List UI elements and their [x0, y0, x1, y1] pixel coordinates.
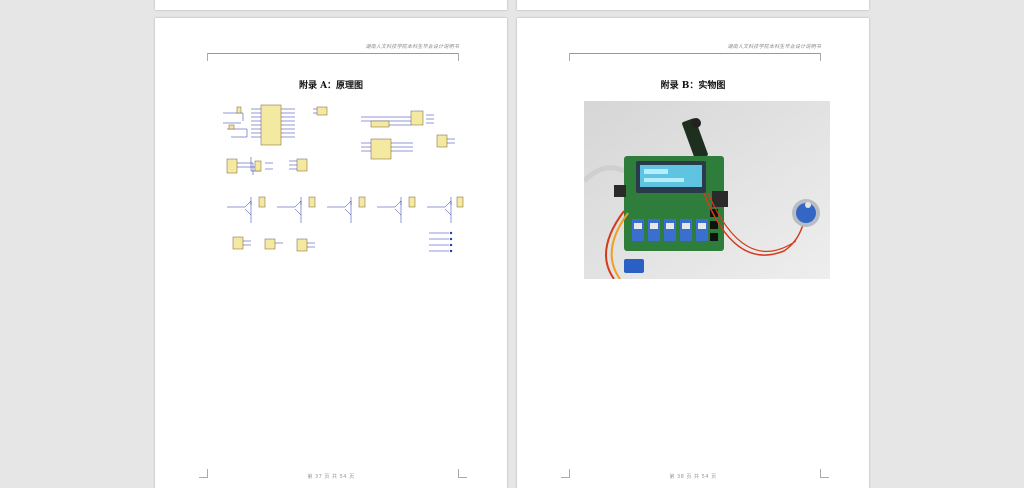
- servo-motor: [624, 259, 644, 273]
- crop-mark: [561, 469, 570, 478]
- crop-mark: [820, 53, 829, 61]
- crop-mark: [458, 469, 467, 478]
- page-footer-text: 第 37 页 共 54 页: [307, 474, 355, 480]
- lcd-connector: [361, 110, 434, 128]
- sound-sensor-module: [682, 118, 708, 160]
- stepper-motor: [792, 199, 820, 227]
- mcu-chip: [223, 104, 295, 146]
- sensor-module: [289, 158, 308, 172]
- schematic-figure: [221, 101, 469, 261]
- header-rule: [569, 53, 821, 54]
- appendix-a-title: 附录 A：原理图: [298, 81, 364, 91]
- document-page-right[interactable]: 湖南人文科技学院本科生毕业设计说明书 附录 B：实物图: [517, 18, 869, 488]
- appendix-b-title: 附录 B：实物图: [660, 81, 726, 91]
- document-page-left[interactable]: 湖南人文科技学院本科生毕业设计说明书 附录 A：原理图: [155, 18, 507, 488]
- hardware-photo: [584, 101, 830, 279]
- previous-page-left-bottom: [155, 0, 507, 10]
- previous-page-right-bottom: [517, 0, 869, 10]
- page-header-text: 湖南人文科技学院本科生毕业设计说明书: [727, 44, 821, 50]
- crop-mark: [820, 469, 829, 478]
- crop-mark: [199, 53, 208, 61]
- power-circuit: [226, 157, 273, 175]
- crop-mark: [199, 469, 208, 478]
- keypad-connector: [361, 134, 455, 160]
- small-module: [313, 106, 328, 116]
- crop-mark: [561, 53, 570, 61]
- header-rule: [207, 53, 459, 54]
- page-footer-text: 第 38 页 共 54 页: [669, 474, 717, 480]
- crop-mark: [458, 53, 467, 61]
- page-header-text: 湖南人文科技学院本科生毕业设计说明书: [365, 44, 459, 50]
- bottom-connectors: [232, 231, 453, 253]
- relay-driver-row: [227, 196, 464, 223]
- pcb-board: [614, 156, 728, 251]
